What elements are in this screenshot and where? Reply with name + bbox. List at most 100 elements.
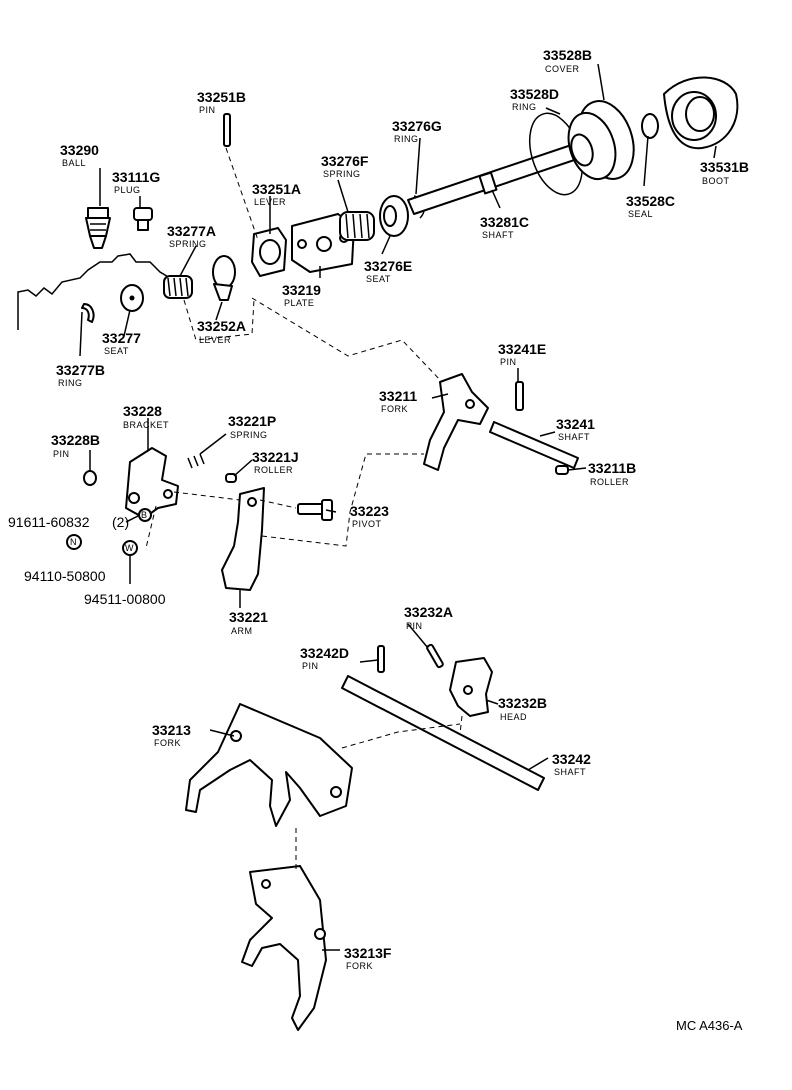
svg-text:33211: 33211: [379, 388, 417, 404]
svg-text:33528D: 33528D: [510, 86, 559, 102]
svg-text:33276G: 33276G: [392, 118, 442, 134]
svg-text:91611-60832: 91611-60832: [8, 514, 90, 530]
svg-text:COVER: COVER: [545, 64, 580, 74]
svg-text:33228: 33228: [123, 403, 162, 419]
hidden-alignment-lines: [145, 147, 463, 870]
svg-text:RING: RING: [58, 378, 83, 388]
svg-text:PIN: PIN: [302, 661, 319, 671]
spring-33277a: [163, 275, 193, 299]
svg-text:W: W: [125, 543, 134, 553]
washer-symbol: W: [122, 540, 138, 556]
svg-text:SPRING: SPRING: [169, 239, 207, 249]
svg-text:33111G: 33111G: [112, 169, 160, 185]
head-33232b: [449, 657, 493, 717]
svg-text:SEAL: SEAL: [628, 209, 653, 219]
svg-text:33221: 33221: [229, 609, 268, 625]
svg-text:33211B: 33211B: [588, 460, 636, 476]
transmission-case-outline: [17, 253, 171, 330]
svg-text:FORK: FORK: [154, 738, 181, 748]
svg-text:HEAD: HEAD: [500, 712, 527, 722]
leader-lines: [79, 63, 717, 951]
lever-33252a: [212, 255, 236, 301]
roller-33211b: [555, 465, 569, 475]
svg-text:33531B: 33531B: [700, 159, 749, 175]
fork-33213f: [241, 865, 327, 1031]
svg-text:BRACKET: BRACKET: [123, 420, 169, 430]
svg-text:PIN: PIN: [53, 449, 70, 459]
svg-text:33228B: 33228B: [51, 432, 100, 448]
shaft-33242: [341, 675, 545, 791]
svg-text:33528C: 33528C: [626, 193, 675, 209]
svg-text:ARM: ARM: [231, 626, 253, 636]
svg-text:33232B: 33232B: [498, 695, 547, 711]
svg-text:33251A: 33251A: [252, 181, 301, 197]
label-washer-94511: 94511-00800: [84, 591, 166, 607]
shaft-33241: [489, 421, 579, 469]
svg-text:33213: 33213: [152, 722, 191, 738]
svg-text:33252A: 33252A: [197, 318, 246, 334]
svg-text:(2): (2): [112, 514, 129, 530]
svg-text:33276F: 33276F: [321, 153, 369, 169]
ball-detent-plug: [85, 207, 111, 249]
plate-33219: [291, 213, 355, 273]
svg-text:SPRING: SPRING: [230, 430, 268, 440]
pin-33228b: [83, 470, 97, 486]
svg-text:33277A: 33277A: [167, 223, 216, 239]
lever-33251a: [251, 227, 287, 277]
arm-33221: [221, 487, 265, 591]
boot-33531b: [663, 76, 739, 150]
svg-text:33528B: 33528B: [543, 47, 592, 63]
svg-text:33223: 33223: [350, 503, 389, 519]
svg-text:33277: 33277: [102, 330, 141, 346]
svg-text:LEVER: LEVER: [199, 335, 231, 345]
pin-33232a: [426, 643, 444, 669]
label-nut-94110: 94110-50800: [24, 568, 106, 584]
svg-text:RING: RING: [394, 134, 419, 144]
svg-text:33281C: 33281C: [480, 214, 529, 230]
roller-33221j: [225, 473, 237, 483]
svg-text:PIN: PIN: [406, 621, 423, 631]
svg-text:B: B: [141, 510, 148, 520]
svg-text:SEAT: SEAT: [104, 346, 129, 356]
svg-text:ROLLER: ROLLER: [590, 477, 629, 487]
pin-33241e: [515, 381, 524, 411]
svg-text:33290: 33290: [60, 142, 99, 158]
svg-text:33241: 33241: [556, 416, 595, 432]
fork-33213: [185, 703, 353, 827]
bolt-symbol: B: [138, 508, 152, 522]
svg-text:33221P: 33221P: [228, 413, 276, 429]
svg-text:33276E: 33276E: [364, 258, 412, 274]
svg-text:94511-00800: 94511-00800: [84, 591, 166, 607]
svg-text:LEVER: LEVER: [254, 197, 286, 207]
svg-text:33221J: 33221J: [252, 449, 299, 465]
svg-text:ROLLER: ROLLER: [254, 465, 293, 475]
fork-33211: [423, 373, 489, 471]
svg-text:PIVOT: PIVOT: [352, 519, 382, 529]
svg-text:33241E: 33241E: [498, 341, 546, 357]
snap-ring-33277b: [81, 303, 95, 323]
pin-33242d: [377, 645, 385, 673]
svg-text:PIN: PIN: [500, 357, 517, 367]
